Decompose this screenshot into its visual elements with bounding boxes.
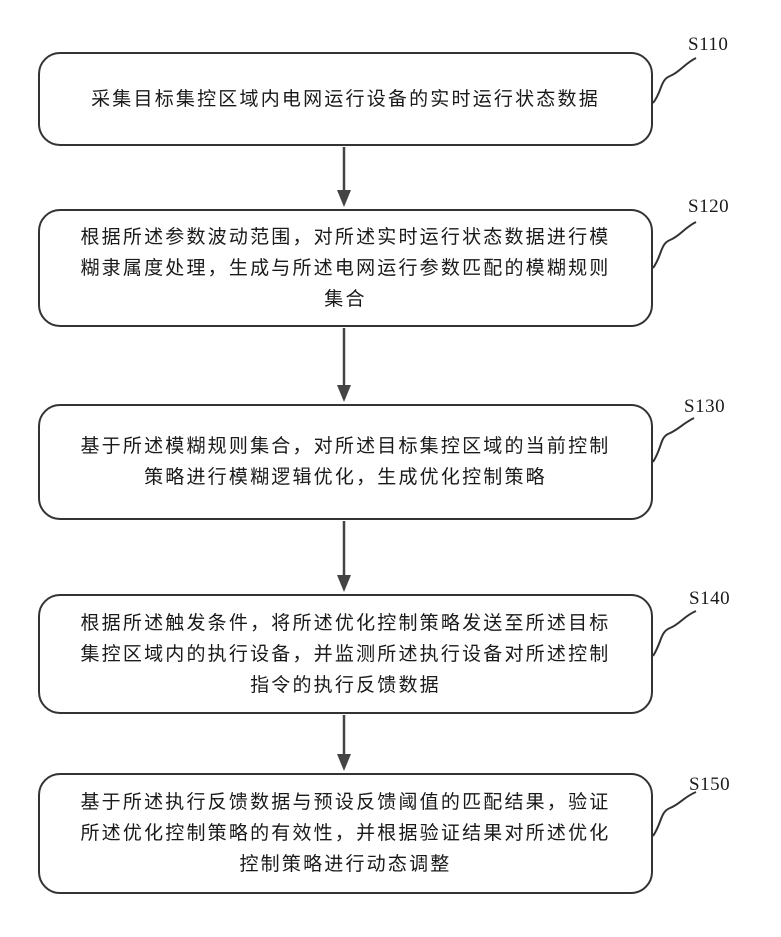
step-box-s140: 根据所述触发条件，将所述优化控制策略发送至所述目标 集控区域内的执行设备，并监测… bbox=[38, 594, 653, 714]
arrow-s130-s140 bbox=[337, 521, 351, 592]
step-label-s140: S140 bbox=[689, 588, 730, 610]
step-text-s120: 根据所述参数波动范围，对所述实时运行状态数据进行模 糊隶属度处理，生成与所述电网… bbox=[66, 222, 624, 315]
step-box-s130: 基于所述模糊规则集合，对所述目标集控区域的当前控制 策略进行模糊逻辑优化，生成优… bbox=[38, 404, 653, 520]
step-box-s110: 采集目标集控区域内电网运行设备的实时运行状态数据 bbox=[38, 52, 653, 146]
step-text-s150: 基于所述执行反馈数据与预设反馈阈值的匹配结果，验证 所述优化控制策略的有效性，并… bbox=[66, 787, 624, 880]
leader-line-s110 bbox=[653, 58, 696, 103]
step-label-s130: S130 bbox=[684, 396, 725, 418]
leader-line-s120 bbox=[653, 222, 696, 268]
step-text-s110: 采集目标集控区域内电网运行设备的实时运行状态数据 bbox=[77, 84, 614, 115]
step-text-s130: 基于所述模糊规则集合，对所述目标集控区域的当前控制 策略进行模糊逻辑优化，生成优… bbox=[66, 431, 624, 493]
leader-line-s150 bbox=[653, 792, 696, 836]
arrow-s140-s150 bbox=[337, 715, 351, 771]
step-label-s150: S150 bbox=[689, 774, 730, 796]
arrow-s120-s130 bbox=[337, 328, 351, 402]
step-label-s110: S110 bbox=[688, 34, 728, 56]
step-text-s140: 根据所述触发条件，将所述优化控制策略发送至所述目标 集控区域内的执行设备，并监测… bbox=[66, 608, 624, 701]
step-box-s120: 根据所述参数波动范围，对所述实时运行状态数据进行模 糊隶属度处理，生成与所述电网… bbox=[38, 209, 653, 327]
leader-line-s140 bbox=[653, 611, 696, 656]
leader-line-s130 bbox=[653, 418, 694, 462]
step-label-s120: S120 bbox=[688, 196, 729, 218]
arrow-s110-s120 bbox=[337, 147, 351, 207]
step-box-s150: 基于所述执行反馈数据与预设反馈阈值的匹配结果，验证 所述优化控制策略的有效性，并… bbox=[38, 773, 653, 894]
